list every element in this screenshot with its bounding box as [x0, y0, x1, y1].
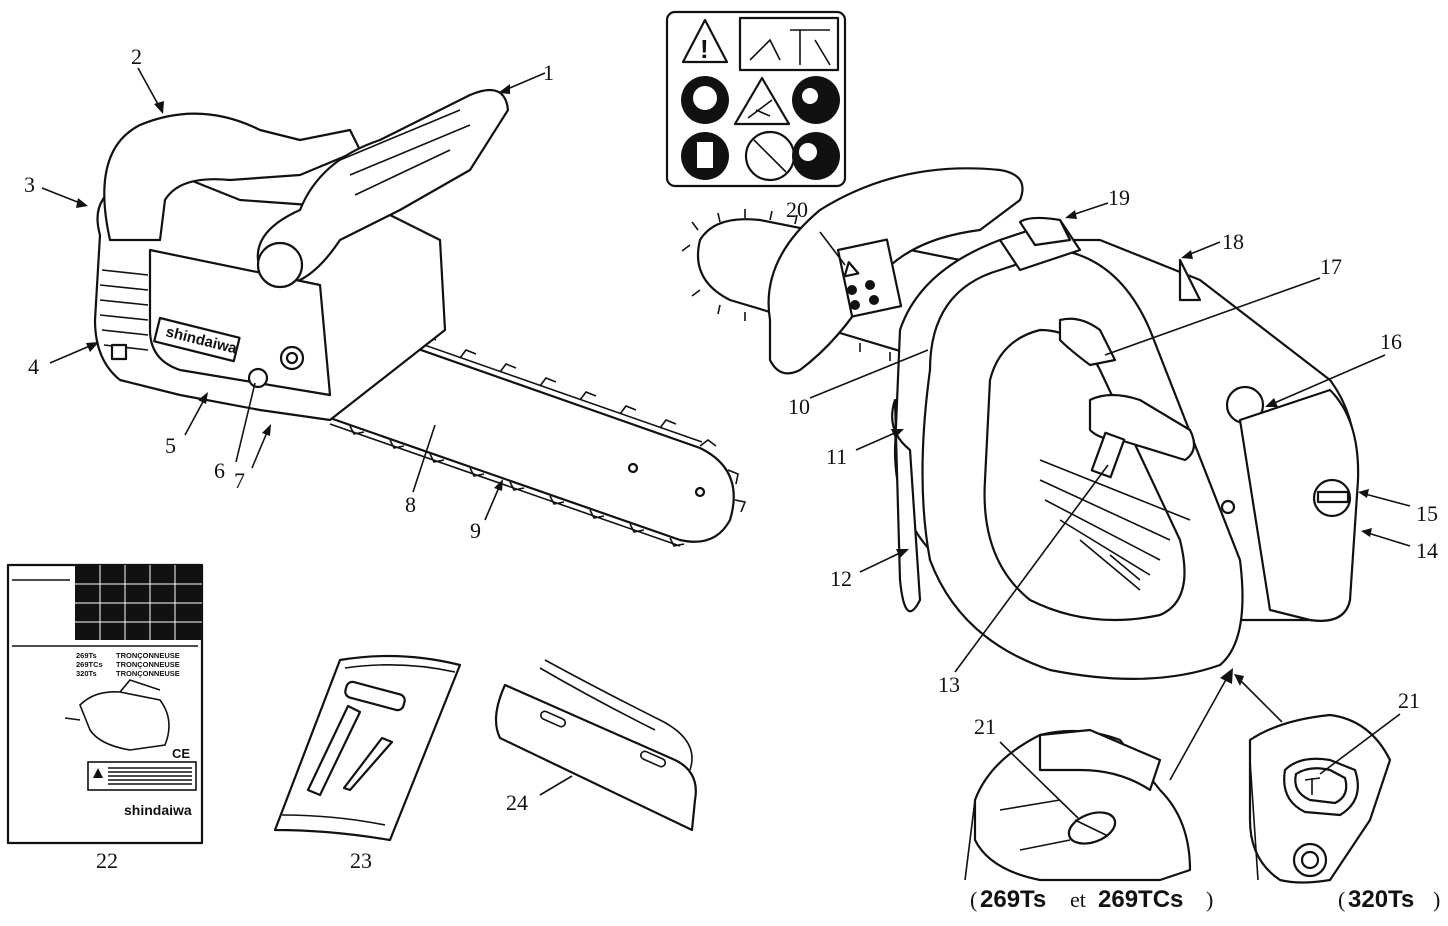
right-chainsaw-illustration: [681, 167, 1360, 680]
caption-et: et: [1070, 887, 1086, 912]
manual-model-1: 269Ts: [76, 651, 97, 660]
detail-view-320: [1248, 713, 1392, 884]
callout-21b: 21: [1398, 688, 1420, 713]
callout-17: 17: [1320, 254, 1342, 279]
svg-text:!: !: [700, 34, 709, 64]
callout-19: 19: [1108, 185, 1130, 210]
callout-15: 15: [1416, 501, 1438, 526]
manual-product-2: TRONÇONNEUSE: [116, 660, 180, 669]
callout-13: 13: [938, 672, 960, 697]
callout-20: 20: [786, 197, 808, 222]
callout-24: 24: [506, 790, 528, 815]
callout-9: 9: [470, 518, 481, 543]
ce-mark: CE: [172, 746, 190, 761]
manual-model-2: 269TCs: [76, 660, 103, 669]
callout-12: 12: [830, 566, 852, 591]
callout-11: 11: [826, 444, 847, 469]
safety-label-panel: !: [665, 10, 847, 188]
callout-21a: 21: [974, 714, 996, 739]
svg-text:): ): [1433, 887, 1440, 912]
callout-6: 6: [214, 458, 225, 483]
detail-captions: ( 269Ts et 269TCs ) ( 320Ts ): [970, 886, 1440, 913]
callout-18: 18: [1222, 229, 1244, 254]
callout-5: 5: [165, 433, 176, 458]
caption-model-320ts: 320Ts: [1348, 886, 1414, 913]
manual-model-3: 320Ts: [76, 669, 97, 678]
svg-text:(: (: [970, 887, 977, 912]
callout-23: 23: [350, 848, 372, 873]
detail-arrows: [1169, 668, 1283, 781]
leader-lines: [41, 67, 1411, 819]
svg-text:(: (: [1338, 887, 1345, 912]
manual-product-3: TRONÇONNEUSE: [116, 669, 180, 678]
callout-14: 14: [1416, 538, 1438, 563]
manual-brand: shindaiwa: [124, 802, 192, 818]
tool-kit-bag: [273, 654, 462, 842]
callout-4: 4: [28, 354, 39, 379]
caption-model-269ts: 269Ts: [980, 886, 1046, 913]
bar-cover: [494, 659, 697, 832]
callout-16: 16: [1380, 329, 1402, 354]
callout-3: 3: [24, 172, 35, 197]
callout-1: 1: [543, 60, 554, 85]
left-chainsaw-illustration: shindaiwa: [93, 88, 747, 547]
callout-7: 7: [234, 468, 245, 493]
manual-product-1: TRONÇONNEUSE: [116, 651, 180, 660]
callout-numbers: 1 2 3 4 5 6 7 8 9 10 11 12 13 14 15 16 1…: [24, 44, 1438, 873]
callout-8: 8: [405, 492, 416, 517]
callout-10: 10: [788, 394, 810, 419]
detail-view-269: [964, 728, 1192, 882]
guard-mini-label: [836, 238, 903, 318]
caption-model-269tcs: 269TCs: [1098, 886, 1183, 913]
svg-text:): ): [1206, 887, 1213, 912]
callout-2: 2: [131, 44, 142, 69]
callout-22: 22: [96, 848, 118, 873]
owners-manual-item: 269Ts TRONÇONNEUSE 269TCs TRONÇONNEUSE 3…: [6, 563, 204, 845]
